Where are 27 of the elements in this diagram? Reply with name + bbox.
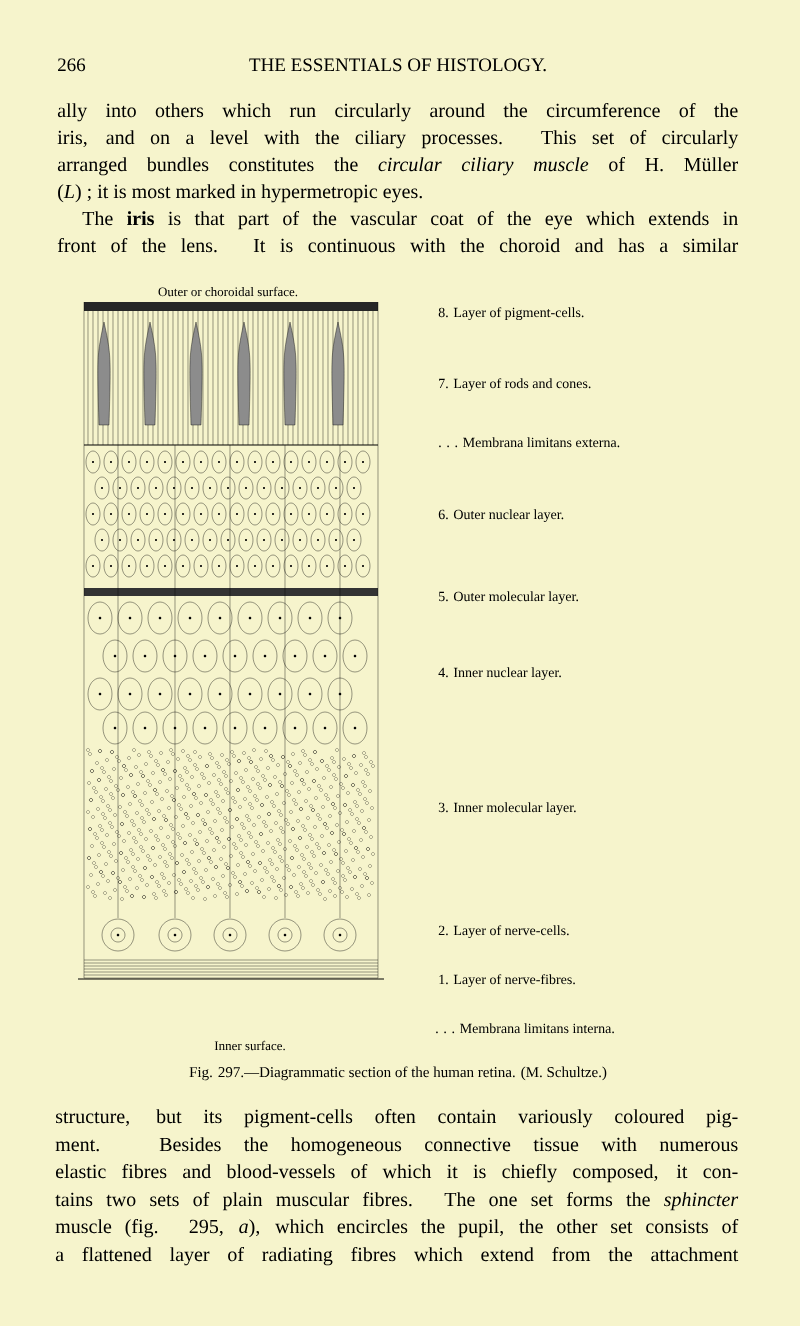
body-text-line: (L) ; it is most marked in hypermetropic eyes. (58, 184, 422, 203)
body-text-line: ment. Besides the homogeneous connective tissue with numerous (55, 1137, 738, 1156)
page-number: 266 (58, 58, 86, 72)
layer-label: 5. Outer molecular layer. (439, 591, 578, 605)
layer-label: 2. Layer of nerve-cells. (438, 925, 569, 939)
surface-label: Inner surface. (214, 1040, 285, 1051)
body-text-line: elastic fibres and blood-vessels of which it is chiefly composed, it con- (56, 1163, 738, 1183)
body-text-line: ally into others which run circularly around the circumference of the (57, 102, 738, 122)
layer-label: 1. Layer of nerve-fibres. (439, 974, 575, 988)
layer-label: 7. Layer of rods and cones. (439, 378, 591, 392)
body-text-line: muscle (fig. 295, a), which encircles the pupil, the other set consists of (55, 1218, 739, 1238)
layer-label: 3. Inner molecular layer. (438, 802, 576, 816)
body-text-line: structure, but its pigment-cells often contain variously coloured pig- (56, 1108, 738, 1128)
body-text-line: arranged bundles constitutes the circular ciliary muscle of H. Müller (57, 156, 738, 176)
body-text-line: front of the lens. It is continuous with the choroid and has a similar (57, 237, 739, 253)
layer-label: 4. Inner nuclear layer. (438, 667, 561, 681)
layer-label: 6. Outer nuclear layer. (438, 509, 564, 523)
running-head: THE ESSENTIALS OF HISTOLOGY. (249, 58, 546, 72)
body-text-line: tains two sets of plain muscular fibres. The one set forms the sphincter (55, 1191, 739, 1211)
layer-label: 8. Layer of pigment-cells. (438, 307, 584, 321)
figure-caption: Fig. 297.—Diagrammatic section of the human retina. (M. Schultze.) (189, 1066, 607, 1081)
body-text-line: a flattened layer of radiating fibres which extend from the attachment (55, 1246, 739, 1266)
layer-label: . . . Membrana limitans externa. (439, 437, 620, 448)
layer-label: . . . Membrana limitans interna. (436, 1023, 614, 1034)
body-text-line: iris, and on a level with the ciliary processes. This set of circularly (57, 129, 739, 149)
surface-label: Outer or choroidal surface. (158, 286, 298, 297)
body-text-line: The iris is that part of the vascular coat of the eye which extends in (82, 210, 738, 230)
